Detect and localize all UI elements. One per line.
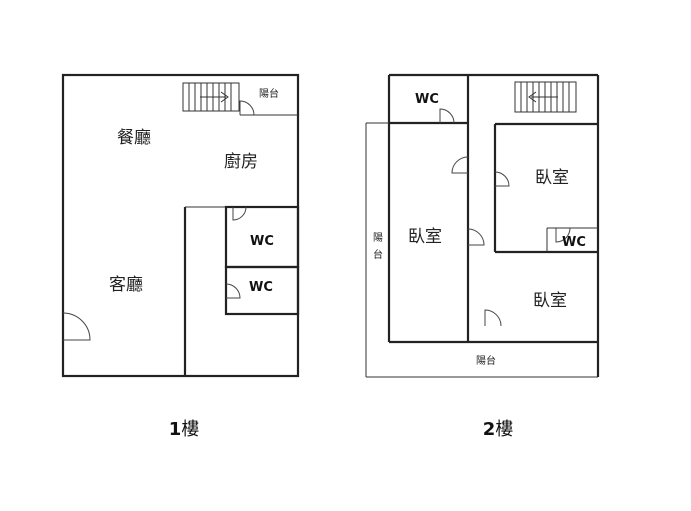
floor-2-plan: WC 臥室 臥室 臥室 WC 陽 台 陽台 (365, 73, 600, 378)
floor-1-caption-number: 1 (169, 419, 182, 440)
floor-2-bedroom-left-door-icon (451, 156, 469, 174)
floor-2-wc-top-door-icon (439, 108, 455, 124)
floor-1-entrance-door-icon (62, 312, 91, 341)
floor-2-wc-top-label: WC (415, 92, 439, 107)
floor-1-wc-upper-door-icon (232, 206, 247, 221)
floor-2-caption: 2樓 (483, 419, 514, 440)
floor-1-caption-suffix: 樓 (181, 419, 199, 440)
floor-1-plan: 餐廳 廚房 客廳 WC WC 陽台 (61, 73, 300, 378)
floor-2-caption-number: 2 (483, 419, 496, 440)
floor-1-outer-wall (61, 73, 300, 378)
floor-2-wc-right-label: WC (562, 235, 586, 250)
floor-1-balcony-label: 陽台 (259, 87, 279, 100)
floor-2-bedroom-right-top-label: 臥室 (535, 168, 569, 188)
floor-2-bedroom-right-bottom-label: 臥室 (533, 291, 567, 311)
floor-2-balcony-left-label-1: 陽 (373, 232, 383, 244)
floor-1-living-label: 客廳 (109, 275, 143, 295)
floor-1-wc-lower-box (224, 265, 300, 316)
floor-2-stair-arrow-icon (528, 91, 558, 103)
floor-1-wc-lower-label: WC (249, 280, 273, 295)
floor-1-wc-lower-door-icon (225, 283, 241, 299)
floor-2-balcony-bottom-label: 陽台 (476, 354, 496, 367)
floor-2-hall-door-icon (467, 228, 485, 246)
floor-1-stair-arrow-icon (200, 91, 229, 103)
floor-2-balcony-left-label-2: 台 (373, 248, 383, 261)
floor-1-dining-label: 餐廳 (117, 128, 151, 148)
floor-1-caption: 1樓 (169, 419, 200, 440)
floor-1-kitchen-label: 廚房 (224, 151, 258, 172)
floor-2-bedroom-right-bottom-door-icon (484, 309, 502, 327)
floor-2-wc-right-door-icon (555, 227, 571, 243)
floor-1-balcony-door-icon (239, 100, 255, 116)
floor-2-caption-suffix: 樓 (495, 419, 513, 440)
floor-2-bedroom-left-label: 臥室 (408, 227, 442, 247)
floor-1-wc-upper-label: WC (250, 234, 274, 249)
floor-2-bedroom-right-top-door-icon (494, 171, 510, 187)
